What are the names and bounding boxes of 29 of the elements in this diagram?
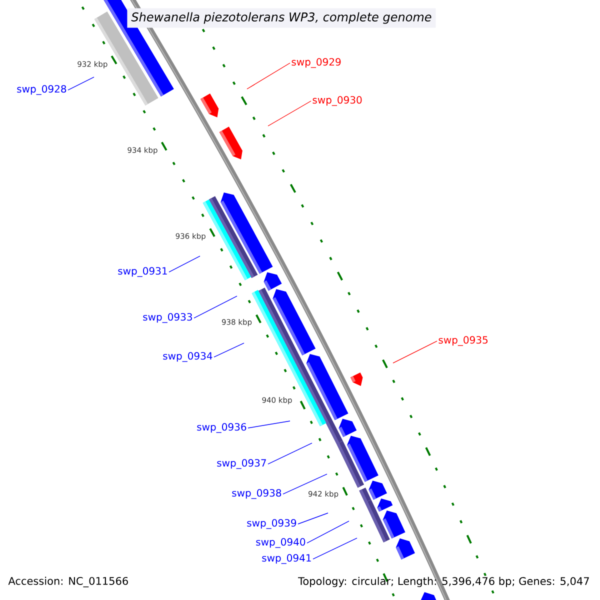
gene-label: swp_0935 — [438, 336, 488, 346]
leader-line — [246, 62, 290, 90]
leader-line — [312, 538, 358, 560]
gene-label: swp_0939 — [247, 519, 296, 529]
gene-label: swp_0931 — [118, 267, 167, 277]
leader-line — [248, 420, 290, 428]
gene-label: swp_0934 — [163, 352, 212, 362]
footer-text: Accession: NC_011566 — [8, 576, 128, 588]
gene-label: swp_0930 — [312, 96, 362, 106]
leader-line — [298, 512, 328, 524]
gene-label: swp_0933 — [143, 313, 192, 323]
footer-text: Topology: circular; Length: 5,396,476 bp; Genes: 5,047 — [298, 576, 589, 588]
gene-label: swp_0941 — [262, 554, 311, 564]
leader-line — [268, 100, 312, 126]
gene-label: swp_0928 — [17, 85, 66, 95]
leader-line — [392, 340, 438, 364]
leader-line — [282, 474, 328, 494]
gene-label: swp_0938 — [232, 489, 282, 499]
leader-line — [306, 520, 350, 544]
gene-label: swp_0937 — [217, 459, 266, 469]
leader-line — [68, 76, 94, 90]
gene-label: swp_0936 — [197, 423, 246, 433]
leader-line — [168, 256, 200, 272]
leader-line — [268, 442, 312, 464]
title: Shewanella piezotolerans WP3, complete genome — [127, 8, 436, 28]
leader-line — [194, 296, 238, 318]
gene-label: swp_0940 — [256, 538, 306, 548]
leader-line — [214, 342, 244, 358]
gene-label: swp_0929 — [292, 58, 341, 68]
